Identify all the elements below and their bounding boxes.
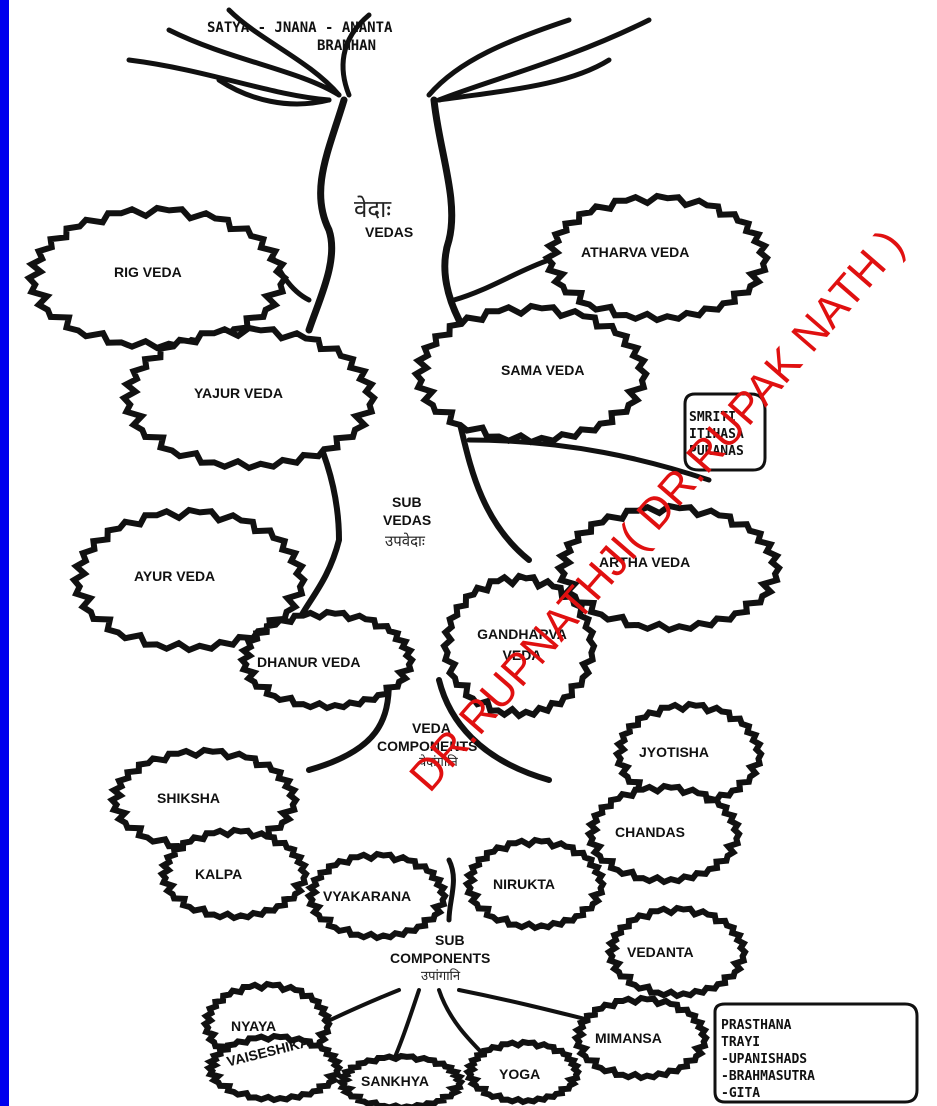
kalpa-cloud [157,826,310,922]
atharva-veda-cloud [542,192,772,324]
root-strand-4 [457,988,591,1022]
yajur-veda-cloud [119,324,378,472]
branch-lower-2 [446,857,456,923]
trunk-right-lower [436,677,552,783]
yoga-cloud [463,1038,583,1106]
root-branch-1 [166,27,342,98]
chandas-cloud [584,782,743,886]
sama-veda-cloud [411,302,650,446]
root-branch-8 [216,77,332,107]
trunk-right-mid [456,417,532,563]
sankhya-label: SANKHYA [361,1073,429,1089]
prasthana-line3: -UPANISHADS [721,1052,808,1067]
artha-veda-cloud [554,502,784,634]
veda-components-label-line1: VEDA [412,720,451,736]
kalpa-label: KALPA [195,866,243,882]
vedas-devanagari-label: वेदाः [354,195,392,223]
sub-components-label-line2: COMPONENTS [390,950,491,966]
chandas-label: CHANDAS [615,824,685,840]
root-branch-6 [436,57,612,103]
prasthana-line2: TRAYI [721,1035,761,1050]
yoga-label: YOGA [499,1066,541,1082]
sub-components-devanagari-label: उपांगानि [421,969,461,984]
sankhya-cloud [335,1052,466,1106]
smriti-line3: PURANAS [689,444,744,459]
artha-veda-label: ARTHA VEDA [599,554,691,570]
prasthana-line4: -BRAHMASUTRA [721,1069,815,1084]
vyakarana-label: VYAKARANA [323,888,412,904]
smriti-line2: ITIHASA [689,427,744,442]
gandharva-veda-label: GANDHARVA VEDA [477,626,567,663]
sama-veda-label: SAMA VEDA [501,362,585,378]
root-branch-3 [340,12,372,98]
sub-vedas-devanagari-label: उपवेदाः [385,532,425,550]
dhanur-veda-cloud [237,608,416,712]
sub-components-label-line1: SUB [435,932,465,948]
smriti-line1: SMRITI [689,410,736,425]
prasthana-line5: -GITA [721,1086,761,1101]
veda-components-label-line2: COMPONENTS [377,738,478,754]
tree-drawing [24,7,919,1106]
mimansa-cloud [571,994,710,1082]
veda-components-devanagari-label: वेदांगानि [419,755,458,770]
root-branch-2 [226,7,342,98]
root-branch-5 [436,17,652,103]
nirukta-label: NIRUKTA [493,876,555,892]
yajur-veda-label: YAJUR VEDA [194,385,283,401]
vedanta-label: VEDANTA [627,944,694,960]
prasthana-callout-box [713,1002,919,1104]
root-branch-4 [426,17,572,98]
trunk-right-upper [430,96,463,324]
root-label-line1: SATYA - JNANA - ANANTA [207,20,393,36]
jyotisha-label: JYOTISHA [639,744,710,760]
vedanta-cloud [604,904,749,1000]
branch-atharva [451,257,552,303]
root-label-line2: BRAMHAN [317,38,377,54]
shiksha-label: SHIKSHA [157,790,221,806]
vyakarana-cloud [304,850,449,942]
jyotisha-cloud [612,700,765,808]
atharva-veda-label: ATHARVA VEDA [581,244,690,260]
rig-veda-label: RIG VEDA [114,264,182,280]
vaiseshika-cloud [203,1032,344,1104]
gandharva-veda-cloud [440,572,598,720]
prasthana-line1: PRASTHANA [721,1018,792,1033]
diagram-canvas: SATYA - JNANA - ANANTA BRAMHAN वेदाः VED… [9,0,937,1106]
nirukta-cloud [462,836,607,932]
nyaya-label: NYAYA [231,1018,277,1034]
sub-vedas-label-line2: VEDAS [383,512,432,528]
dhanur-veda-label: DHANUR VEDA [257,654,361,670]
vedas-section-label: VEDAS [365,224,414,240]
ayur-veda-cloud [69,506,308,654]
trunk-left-upper [305,96,348,334]
ayur-veda-label: AYUR VEDA [134,568,216,584]
mimansa-label: MIMANSA [595,1030,662,1046]
root-branch-7 [126,57,332,103]
smriti-callout-box [683,392,767,472]
sub-vedas-label-line1: SUB [392,494,422,510]
